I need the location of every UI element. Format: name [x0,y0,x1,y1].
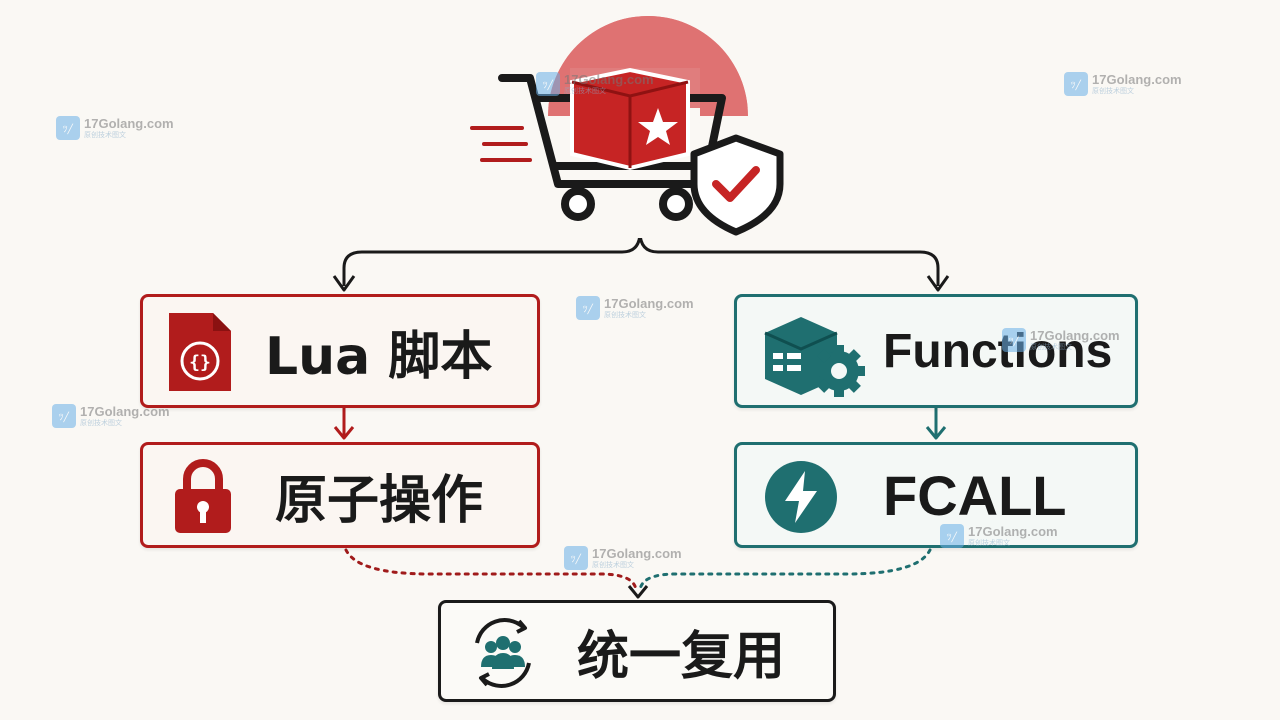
shopping-cart-shield-icon [460,16,800,238]
dotted-merge-left [344,548,638,592]
fcall-label: FCALL [883,463,1067,527]
lightning-bolt-icon [765,461,837,533]
team-cycle-icon [475,618,531,688]
unified-reuse-label: 统一复用 [577,626,786,687]
split-connector [342,231,642,286]
atomic-operation-node: 原子操作 [140,442,540,548]
svg-text:{}: {} [189,352,211,373]
dotted-merge-right [638,548,932,592]
functions-label: Functions [883,324,1113,378]
arrowhead-left-top [332,275,356,292]
arrowhead-right-top [926,275,950,292]
fcall-node: FCALL [734,442,1138,548]
lua-script-node: {} Lua 脚本 [140,294,540,408]
unified-reuse-node: 统一复用 [438,600,836,702]
lua-script-label: Lua 脚本 [265,326,493,387]
server-gear-icon [764,317,865,397]
arrowhead-merge [627,585,649,599]
atomic-operation-label: 原子操作 [275,470,484,531]
functions-node: Functions [734,294,1138,408]
lua-script-file-icon: {} [169,313,231,391]
padlock-icon [175,459,231,533]
